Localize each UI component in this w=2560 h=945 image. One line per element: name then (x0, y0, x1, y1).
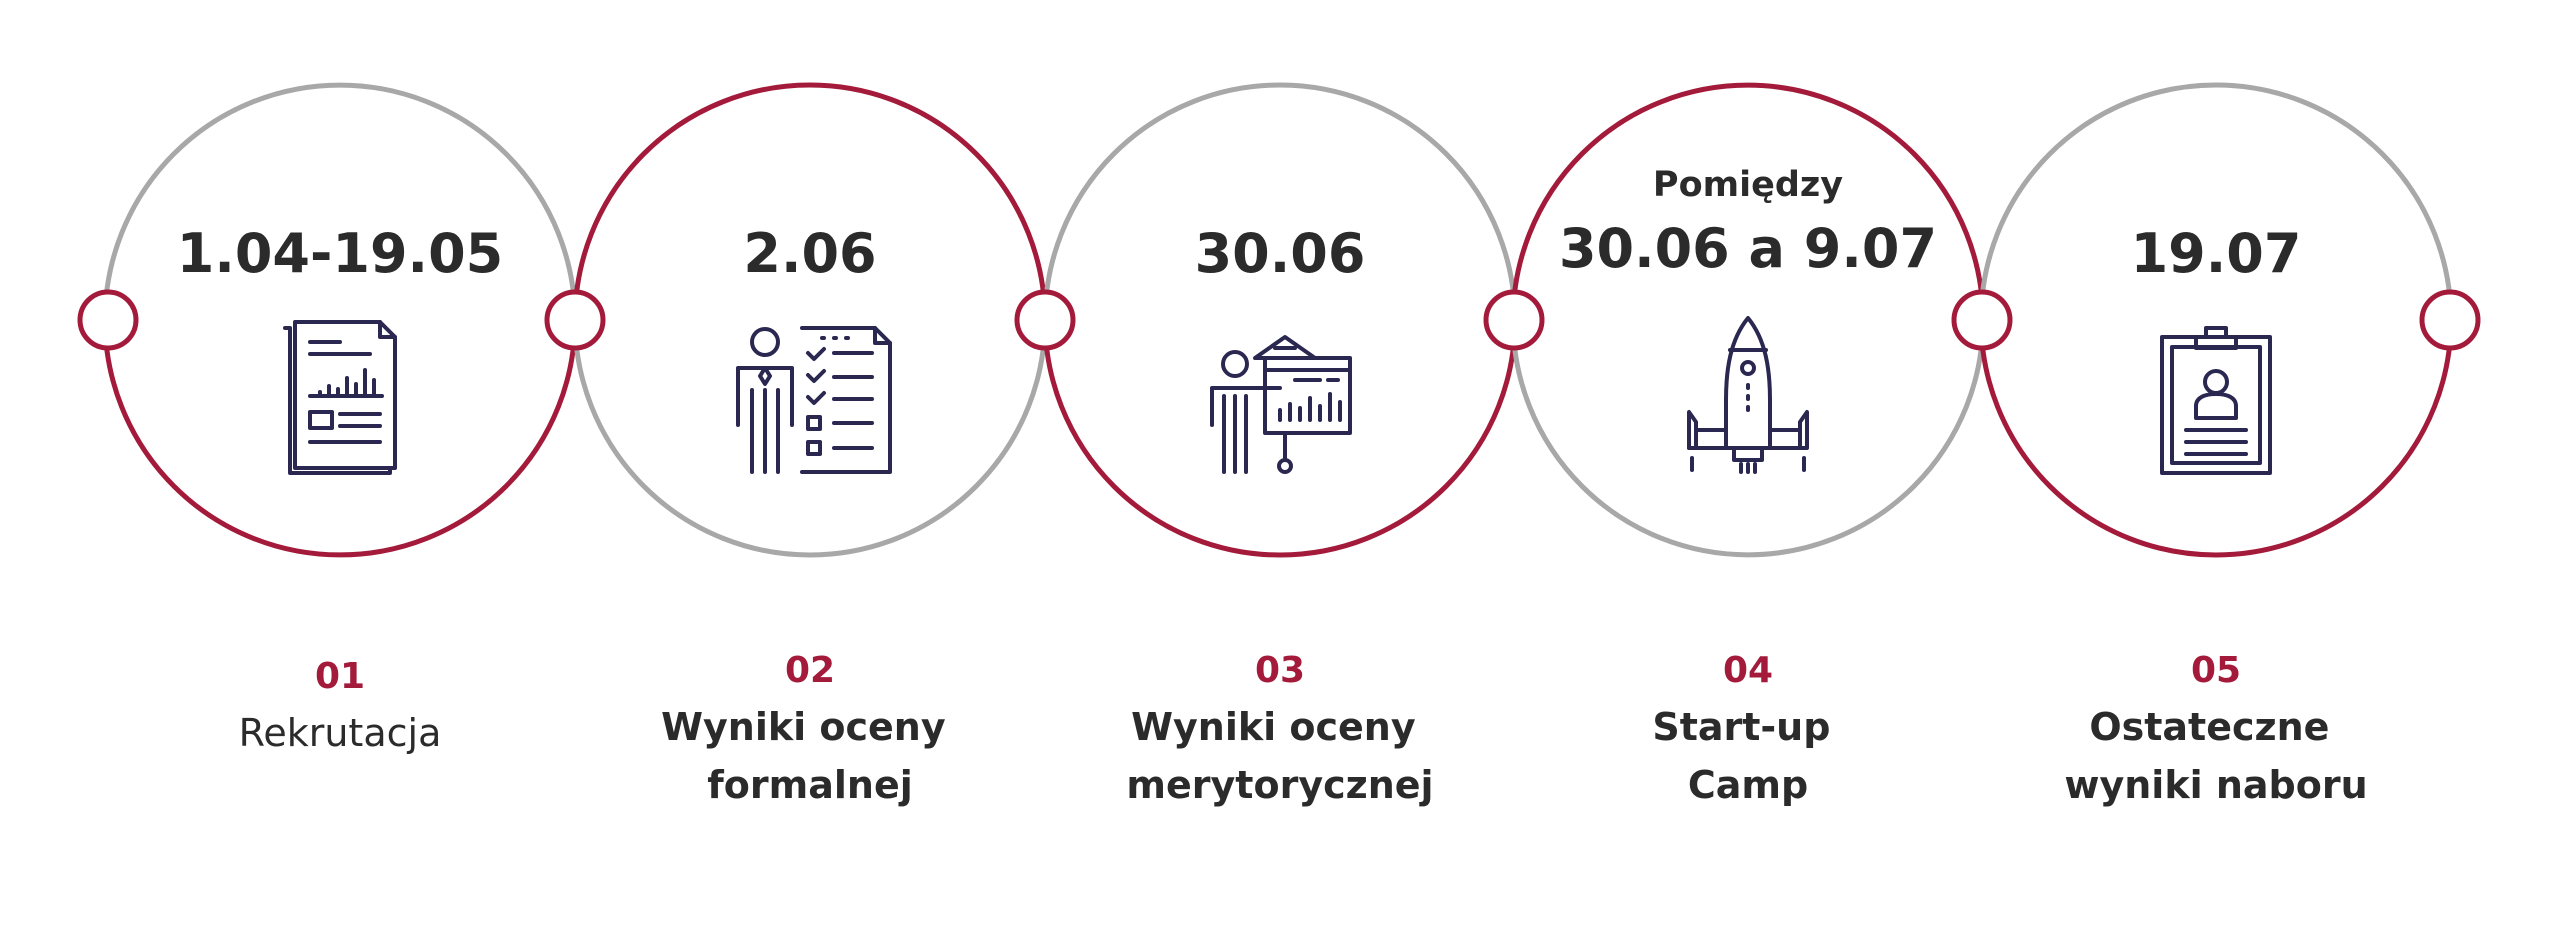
step-5-ring (1978, 82, 2454, 558)
step-4-ring (1510, 82, 1986, 558)
step-4-ring-bottom-arc (1510, 319, 1986, 558)
step-3-ring-bottom-arc (1042, 319, 1518, 558)
step-2-label: Wyniki oceny formalnej (661, 705, 959, 807)
step-1-ring-top-arc (102, 82, 578, 321)
step-4-label-line-1: Start-up (1652, 705, 1830, 749)
step-2-number: 02 (785, 650, 835, 691)
step-3-ring (1042, 82, 1518, 558)
step-4: Pomiędzy 30.06 a 9.07 04 Start-up Camp (1559, 165, 1937, 807)
step-5-label-line-2: wyniki naboru (2064, 763, 2367, 807)
step-1-date: 1.04-19.05 (177, 222, 503, 285)
step-2-label-line-1: Wyniki oceny (661, 705, 946, 749)
step-3-label: Wyniki oceny merytorycznej (1126, 705, 1433, 807)
rocket-icon (1687, 316, 1809, 474)
step-4-label-line-2: Camp (1688, 763, 1808, 807)
connector-node-5 (1951, 289, 2013, 351)
step-4-label: Start-up Camp (1652, 705, 1843, 807)
step-5: 19.07 05 Ostateczne wyniki naboru (2064, 222, 2367, 807)
timeline-rings (102, 82, 2454, 558)
step-3-date: 30.06 (1195, 222, 1366, 285)
step-5-label-line-1: Ostateczne (2089, 705, 2329, 749)
step-2-ring-top-arc (572, 82, 1048, 321)
step-5-date: 19.07 (2131, 222, 2302, 285)
step-4-date-prefix: Pomiędzy (1653, 165, 1843, 205)
step-5-ring-bottom-arc (1978, 319, 2454, 558)
step-5-number: 05 (2191, 650, 2241, 691)
step-3-ring-top-arc (1042, 82, 1518, 321)
step-1-ring-bottom-arc (102, 319, 578, 558)
person-checklist-icon (736, 326, 892, 474)
step-4-number: 04 (1723, 650, 1773, 691)
step-2-date: 2.06 (743, 222, 876, 285)
step-1-label-line-1: Rekrutacja (239, 711, 442, 755)
step-5-ring-top-arc (1978, 82, 2454, 321)
connector-node-6 (2419, 289, 2481, 351)
step-1-label: Rekrutacja (239, 711, 442, 755)
document-chart-icon (283, 320, 397, 475)
connector-node-4 (1483, 289, 1545, 351)
presentation-icon (1210, 335, 1352, 474)
clipboard-profile-icon (2160, 326, 2272, 475)
step-1-ring (102, 82, 578, 558)
step-3: 30.06 03 Wyniki oceny merytor (1126, 222, 1433, 807)
step-1: 1.04-19.05 01 Rekrutacja (177, 222, 503, 755)
connector-node-1 (77, 289, 139, 351)
step-1-number: 01 (315, 656, 365, 697)
timeline-nodes (77, 289, 2481, 351)
step-5-label: Ostateczne wyniki naboru (2064, 705, 2367, 807)
step-4-ring-top-arc (1510, 82, 1986, 321)
step-4-date: 30.06 a 9.07 (1559, 217, 1937, 280)
connector-node-2 (544, 289, 606, 351)
step-2: 2.06 02 Wyniki oceny f (661, 222, 959, 807)
step-3-number: 03 (1255, 650, 1305, 691)
step-3-label-line-2: merytorycznej (1126, 763, 1433, 807)
connector-node-3 (1014, 289, 1076, 351)
step-3-label-line-1: Wyniki oceny (1131, 705, 1416, 749)
step-2-label-line-2: formalnej (707, 763, 913, 807)
step-2-ring (572, 82, 1048, 558)
step-2-ring-bottom-arc (572, 319, 1048, 558)
